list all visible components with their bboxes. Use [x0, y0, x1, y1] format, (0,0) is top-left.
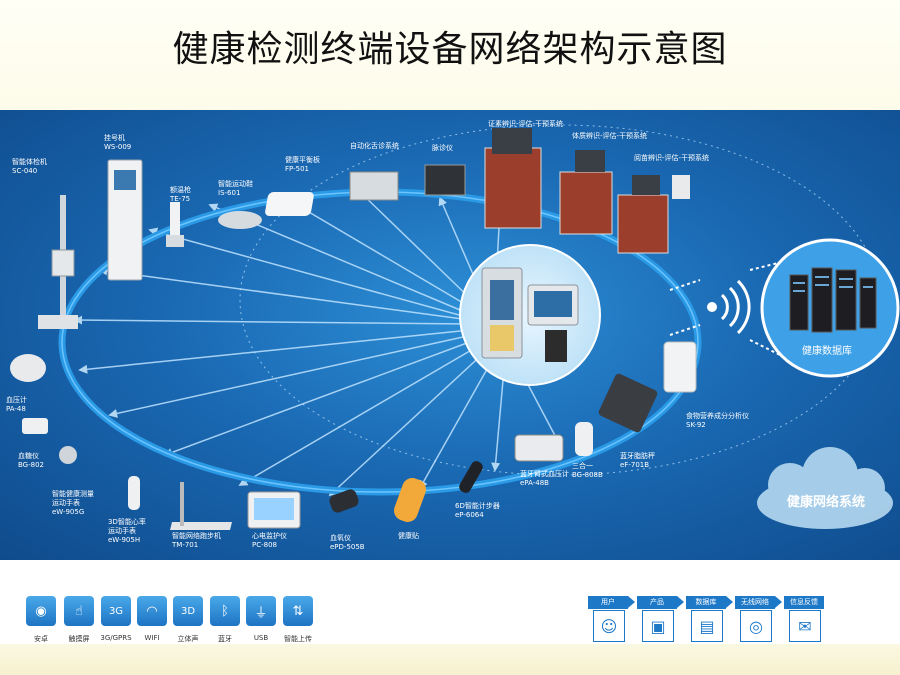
bluetooth-icon: ᛒ [210, 596, 240, 626]
flow-arrow-1 [628, 596, 635, 608]
feature-label-3d: 立体声 [177, 635, 199, 643]
product-icon: ▣ [642, 610, 674, 642]
diagram-graphics [10, 124, 900, 530]
feedback-icon: ✉ [789, 610, 821, 642]
feature-label-wifi: WIFI [144, 634, 160, 642]
wifi-signal-icon [707, 302, 717, 312]
feature-label-usb: USB [253, 634, 269, 642]
page-title: 健康检测终端设备网络架构示意图 [172, 29, 728, 70]
flow-arrow-3 [726, 596, 733, 608]
feature-label-upload: 智能上传 [284, 635, 312, 643]
connection-arrows [73, 190, 561, 497]
device-label-constitution-system: 体质辨识-评估-干预系统 [572, 132, 648, 140]
3g-icon: 3G [101, 596, 131, 626]
flow-arrow-2 [677, 596, 684, 608]
touchscreen-icon: ☝ [64, 596, 94, 626]
device-icons [10, 128, 697, 530]
feature-label-touchscreen: 触摸屏 [68, 635, 90, 643]
user-icon: ☺ [593, 610, 625, 642]
3d-sound-icon: 3D [173, 596, 203, 626]
feature-label-bluetooth: 蓝牙 [218, 635, 232, 643]
device-label-syndrome-system: 证素辨识-评估-干预系统 [488, 120, 564, 128]
device-label-patch: 健康贴 [398, 532, 419, 540]
android-icon: ◉ [26, 596, 56, 626]
bottom-band [0, 644, 900, 675]
feature-label-3g: 3G/GPRS [100, 634, 132, 642]
device-ring [58, 188, 702, 496]
wifi-icon: ◠ [137, 596, 167, 626]
feature-label-android: 安卓 [34, 635, 48, 643]
flow-arrow-4 [775, 596, 782, 608]
device-label-third-system: 阅苗辨识-评估-干预系统 [634, 154, 710, 162]
usb-icon: ⏚ [246, 596, 276, 626]
title-band [0, 0, 900, 110]
flow-step-product: 产品 [637, 596, 677, 609]
flow-step-user: 用户 [588, 596, 628, 609]
database-icon: ▤ [691, 610, 723, 642]
upload-icon: ⇅ [283, 596, 313, 626]
wireless-icon: ◎ [740, 610, 772, 642]
cloud-icon [757, 447, 893, 529]
cloud-label: 健康网络系统 [786, 495, 865, 510]
device-label-pulse: 脉诊仪 [432, 144, 453, 152]
flow-step-feedback: 信息反馈 [784, 596, 824, 609]
flow-step-database: 数据库 [686, 596, 726, 609]
flow-step-wireless: 无线网络 [735, 596, 775, 609]
database-label: 健康数据库 [802, 346, 852, 357]
device-label-tongue-system: 自动化舌诊系统 [350, 142, 399, 150]
